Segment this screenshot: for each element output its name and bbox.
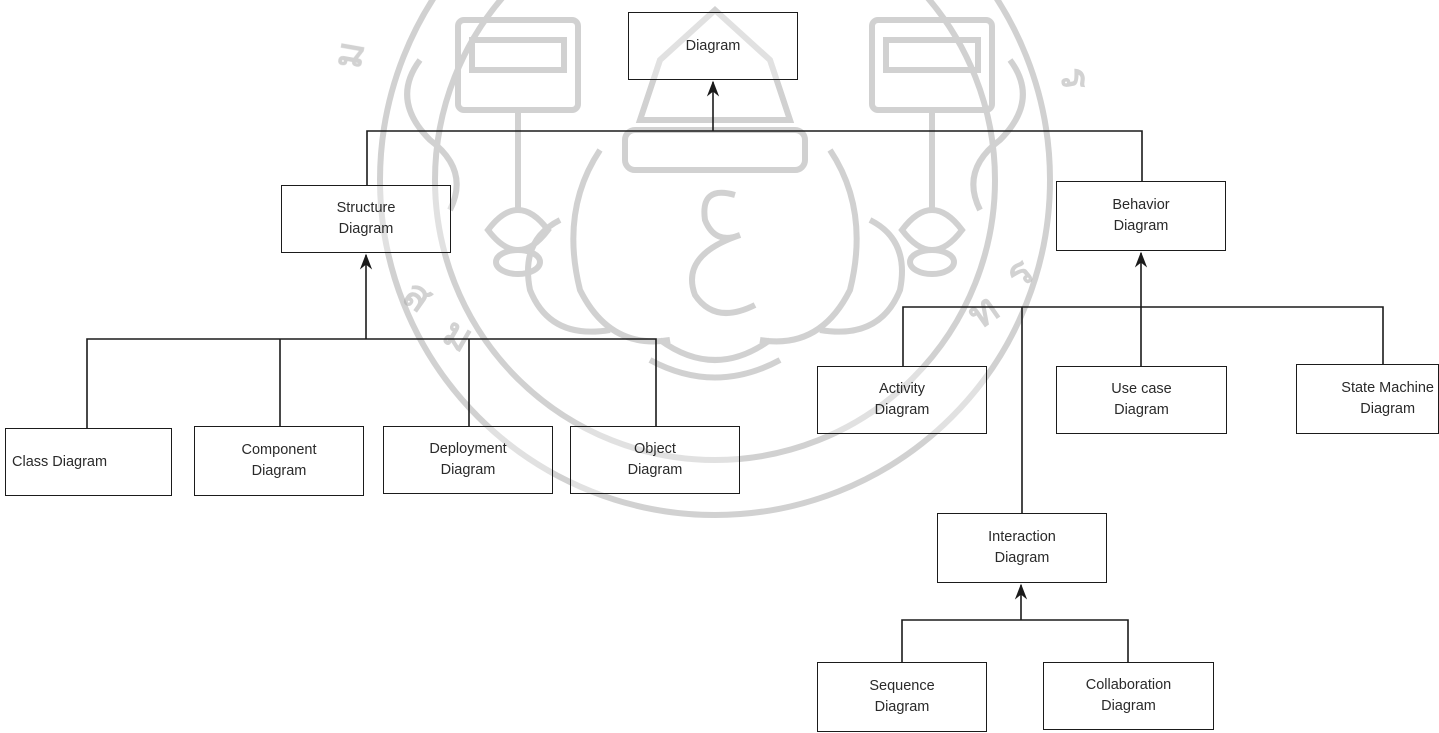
activity-diagram-node: Activity Diagram xyxy=(817,366,987,434)
behavior-diagram-node: Behavior Diagram xyxy=(1056,181,1226,251)
deployment-diagram-node: Deployment Diagram xyxy=(383,426,553,494)
collaboration-diagram-node: Collaboration Diagram xyxy=(1043,662,1214,730)
diagram-generalization-arrow xyxy=(706,80,720,97)
structure-diagram-node: Structure Diagram xyxy=(281,185,451,253)
structure-branch-line xyxy=(86,338,657,428)
state-machine-diagram-node: State Machine Diagram xyxy=(1296,364,1439,434)
interaction-branch-line xyxy=(901,619,1129,662)
use-case-diagram-node: Use case Diagram xyxy=(1056,366,1227,434)
class-diagram-node: Class Diagram xyxy=(5,428,172,496)
component-diagram-node: Component Diagram xyxy=(194,426,364,496)
interaction-generalization-arrow xyxy=(1014,583,1028,600)
behavior-branch-line xyxy=(902,306,1384,366)
sequence-diagram-node: Sequence Diagram xyxy=(817,662,987,732)
object-diagram-node: Object Diagram xyxy=(570,426,740,494)
interaction-diagram-node: Interaction Diagram xyxy=(937,513,1107,583)
behavior-generalization-arrow xyxy=(1134,251,1148,268)
structure-generalization-arrow xyxy=(359,253,373,270)
diagram-node: Diagram xyxy=(628,12,798,80)
diagram-branch-line xyxy=(366,130,1143,185)
